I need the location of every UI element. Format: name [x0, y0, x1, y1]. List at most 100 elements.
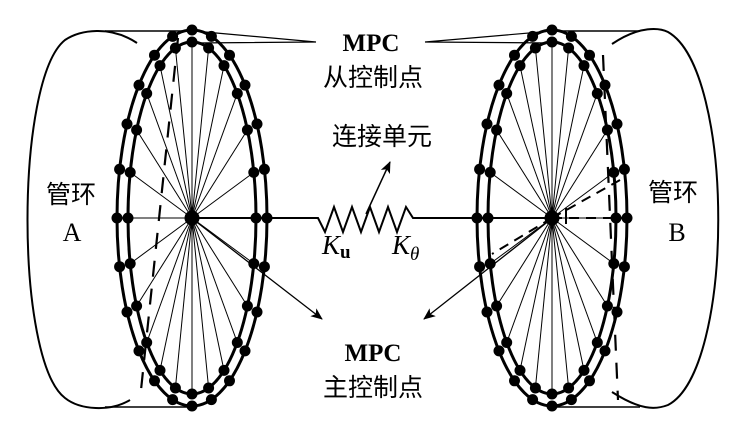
spoke: [191, 47, 210, 219]
slave-node-inner: [529, 42, 541, 54]
master-label-text: 主控制点: [323, 373, 423, 402]
pipe-ring-b-body: [552, 28, 720, 409]
slave-node-inner: [131, 300, 143, 312]
k-theta-subscript: θ: [410, 244, 419, 265]
slave-node-inner: [124, 258, 136, 270]
slave-leader-left: [193, 30, 317, 44]
slave-node-inner: [248, 258, 260, 270]
spoke: [129, 171, 193, 219]
spoke: [191, 217, 238, 343]
spoke: [136, 217, 193, 307]
slave-node-inner: [514, 60, 526, 72]
ring-a-letter: A: [63, 218, 82, 247]
slave-node-outer: [133, 345, 145, 357]
slave-node-outer: [186, 24, 198, 36]
ring-a-dashed-line: [139, 37, 180, 391]
slave-node-outer: [149, 49, 160, 61]
slave-node-outer: [618, 163, 630, 175]
slave-node-inner: [231, 337, 243, 348]
slave-node-inner: [131, 124, 143, 136]
ring-a-label: 管环: [46, 180, 96, 209]
ring-b-rotation-indicator: [491, 179, 624, 255]
spoke: [496, 129, 553, 219]
slave-label-mpc: MPC: [343, 30, 400, 57]
spoke: [191, 129, 248, 219]
slave-node-outer: [599, 79, 611, 91]
spoke: [489, 171, 553, 219]
slave-node-inner: [514, 364, 526, 376]
slave-node-outer: [205, 30, 217, 42]
connection-element: [192, 204, 552, 235]
slave-node-inner: [484, 166, 496, 178]
connector-arrow: [365, 161, 391, 215]
slave-node-outer: [224, 375, 235, 387]
slave-node-outer: [167, 394, 179, 406]
spoke: [551, 129, 608, 219]
slave-node-outer: [621, 212, 633, 224]
pipe-ring-a-body: [26, 30, 192, 410]
slave-node-outer: [186, 400, 198, 412]
slave-node-inner: [601, 300, 613, 312]
spoke: [191, 217, 225, 371]
slave-leader-lines: [193, 30, 553, 44]
slave-node-outer: [133, 79, 145, 91]
slave-node-inner: [546, 36, 558, 48]
slave-node-inner: [122, 212, 134, 224]
slave-node-outer: [509, 49, 520, 61]
slave-node-outer: [611, 306, 623, 318]
pipe-ring-b: [471, 24, 633, 412]
slave-node-inner: [601, 124, 613, 136]
slave-node-outer: [239, 345, 251, 357]
slave-node-outer: [258, 261, 270, 273]
slave-node-inner: [501, 88, 513, 99]
slave-node-inner: [218, 60, 230, 72]
slave-node-outer: [121, 306, 133, 318]
slave-node-outer: [565, 30, 577, 42]
spoke: [534, 47, 553, 219]
slave-leader-right: [424, 30, 553, 44]
ring-b-back-arc: [611, 28, 720, 409]
slave-node-inner: [141, 88, 153, 99]
slave-node-inner: [591, 88, 603, 99]
slave-node-outer: [527, 394, 539, 406]
slave-node-inner: [241, 124, 253, 136]
slave-node-outer: [618, 261, 630, 273]
spoke: [146, 93, 193, 219]
slave-node-inner: [218, 364, 230, 376]
spoke: [191, 171, 255, 219]
spoke: [191, 65, 225, 219]
slave-node-outer: [224, 49, 235, 61]
spoke: [551, 93, 598, 219]
spoke: [551, 65, 585, 219]
spoke: [519, 65, 553, 219]
slave-node-inner: [578, 364, 590, 376]
slave-node-inner: [203, 382, 215, 394]
spoke: [159, 217, 193, 371]
slave-node-outer: [251, 118, 263, 130]
slave-node-outer: [611, 118, 623, 130]
slave-node-outer: [114, 261, 126, 273]
slave-node-outer: [493, 79, 505, 91]
slave-node-inner: [578, 60, 590, 72]
spoke: [159, 65, 193, 219]
slave-node-inner: [231, 88, 243, 99]
k-theta-label: Kθ: [391, 230, 419, 265]
spoke: [496, 217, 553, 307]
slave-node-inner: [608, 258, 620, 270]
slave-node-outer: [258, 163, 270, 175]
slave-node-inner: [241, 300, 253, 312]
slave-node-inner: [608, 166, 620, 178]
slave-node-outer: [114, 163, 126, 175]
slave-node-inner: [186, 36, 198, 48]
k-theta-main: K: [391, 230, 412, 260]
slave-node-outer: [481, 118, 493, 130]
slave-node-outer: [546, 24, 558, 36]
connector-label: 连接单元: [332, 122, 432, 151]
ring-a-back-arc: [26, 30, 138, 410]
spoke: [534, 217, 553, 389]
slave-node-inner: [546, 388, 558, 400]
slave-node-outer: [251, 306, 263, 318]
spoke: [146, 217, 193, 343]
spoke: [191, 93, 238, 219]
spoke: [191, 217, 248, 307]
